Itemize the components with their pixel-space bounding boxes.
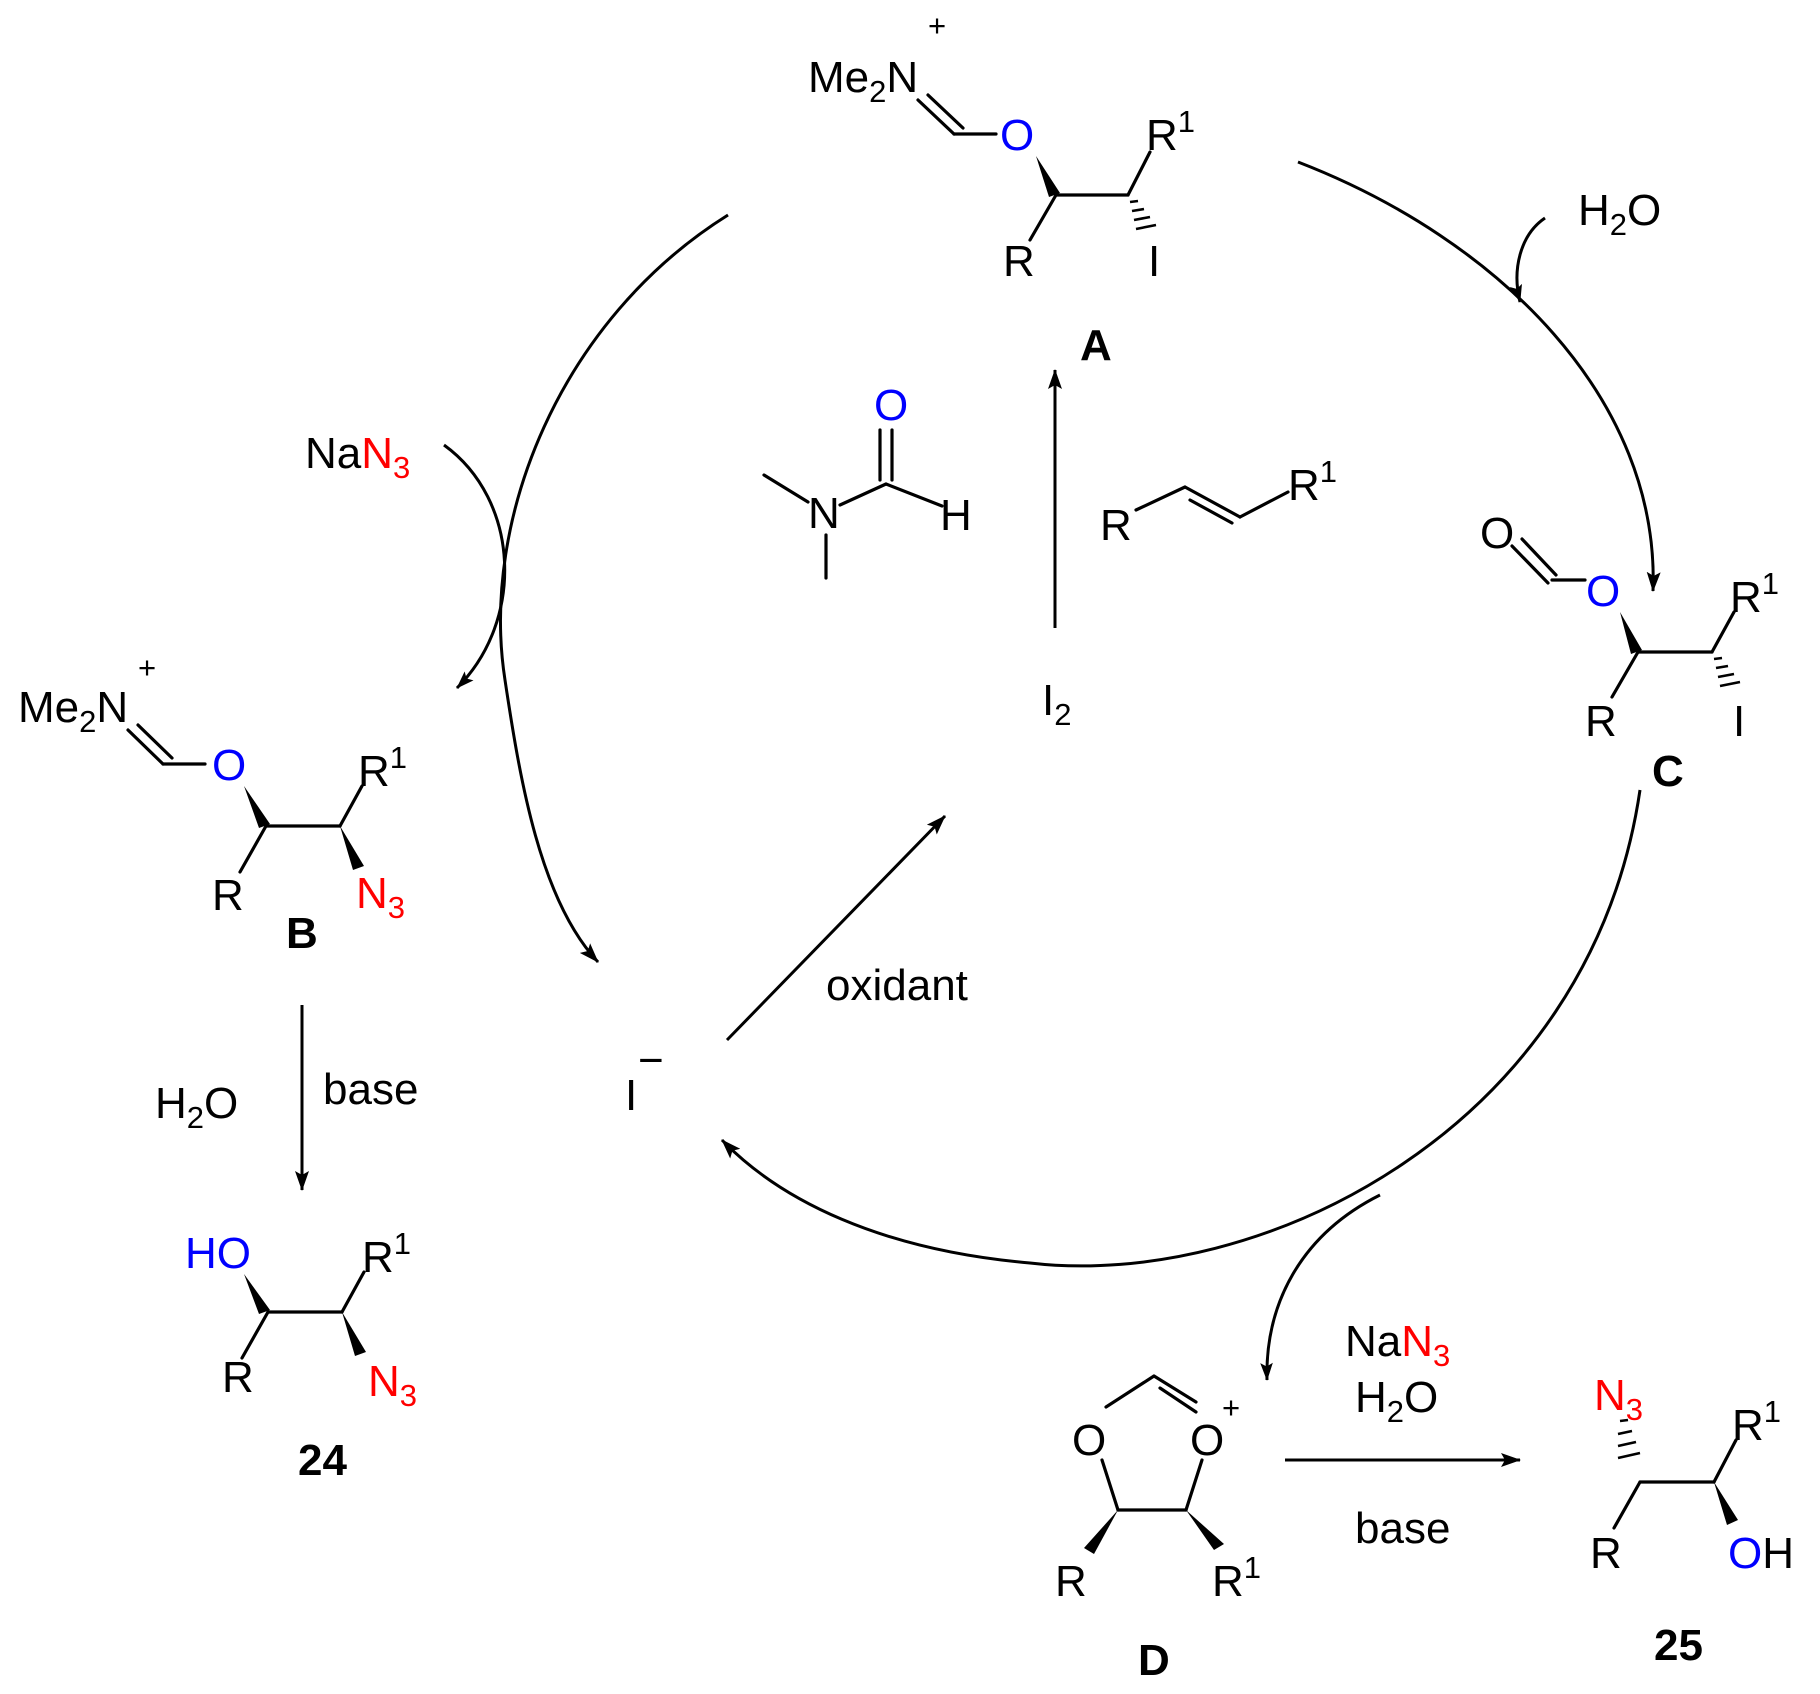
water-left: H2O xyxy=(155,1079,238,1135)
svg-text:O: O xyxy=(1190,1416,1224,1465)
arc-a-to-b xyxy=(499,213,729,964)
svg-text:+: + xyxy=(138,650,156,685)
intermediate-a: Me2N + O R R1 I A xyxy=(808,8,1195,370)
a-oxygen: O xyxy=(1000,111,1034,160)
label-b: B xyxy=(286,909,318,958)
svg-text:R1: R1 xyxy=(358,740,407,796)
svg-text:R: R xyxy=(1003,237,1035,286)
svg-text:R: R xyxy=(1585,697,1617,746)
svg-text:R1: R1 xyxy=(1212,1550,1261,1606)
svg-text:H: H xyxy=(940,491,972,540)
intermediate-d: O O + R R1 D xyxy=(1055,1374,1261,1685)
svg-text:I: I xyxy=(625,1071,637,1120)
svg-text:Me2N: Me2N xyxy=(808,53,918,109)
cycle-arrows xyxy=(443,160,1661,1381)
svg-text:O: O xyxy=(1480,509,1514,558)
intermediate-c: O O R R1 I C xyxy=(1480,509,1779,796)
arc-to-d xyxy=(1260,1193,1381,1381)
base-right: base xyxy=(1355,1504,1450,1553)
sodium-azide-left: NaN3 xyxy=(305,429,410,485)
product-24: HO R R1 N3 24 xyxy=(185,1226,417,1485)
svg-text:O: O xyxy=(874,381,908,430)
iodide: I − xyxy=(625,1036,664,1120)
p25-azide: N3 xyxy=(1594,1371,1643,1427)
iodine: I2 xyxy=(1042,676,1071,732)
svg-text:R: R xyxy=(222,1353,254,1402)
base-left: base xyxy=(323,1065,418,1114)
sodium-azide-right: NaN3 xyxy=(1345,1317,1450,1373)
arrow-iodide-to-i2 xyxy=(725,814,947,1042)
dmf: O H N xyxy=(762,381,972,580)
svg-text:R1: R1 xyxy=(1146,104,1195,160)
svg-text:R: R xyxy=(1590,1529,1622,1578)
label-24: 24 xyxy=(298,1436,347,1485)
oxidant-label: oxidant xyxy=(826,961,968,1010)
b-azide: N3 xyxy=(356,869,405,925)
svg-text:R: R xyxy=(212,871,244,920)
water-top: H2O xyxy=(1578,186,1661,242)
intermediate-b: Me2N + O R R1 N3 B xyxy=(18,650,407,958)
svg-text:+: + xyxy=(1222,1390,1240,1425)
product-25: N3 R R1 OH 25 xyxy=(1590,1371,1794,1670)
p24-hydroxyl: HO xyxy=(185,1229,251,1278)
arc-a-to-c xyxy=(1297,160,1661,592)
arc-h2o-in xyxy=(1509,216,1546,303)
svg-text:O: O xyxy=(1072,1416,1106,1465)
label-d: D xyxy=(1138,1636,1170,1685)
svg-text:−: − xyxy=(638,1036,664,1085)
label-25: 25 xyxy=(1654,1621,1703,1670)
svg-text:R1: R1 xyxy=(1730,566,1779,622)
svg-text:N: N xyxy=(808,489,840,538)
svg-text:R1: R1 xyxy=(362,1226,411,1282)
svg-text:R: R xyxy=(1100,501,1132,550)
svg-text:I: I xyxy=(1148,237,1160,286)
alkene: R R1 xyxy=(1100,454,1337,550)
c-oxygen: O xyxy=(1586,567,1620,616)
b-oxygen: O xyxy=(212,741,246,790)
svg-text:+: + xyxy=(928,8,946,43)
svg-text:R1: R1 xyxy=(1288,454,1337,510)
arc-nan3-in xyxy=(443,443,507,690)
p25-hydroxyl: OH xyxy=(1728,1529,1794,1578)
svg-text:R: R xyxy=(1055,1557,1087,1606)
svg-text:R1: R1 xyxy=(1732,1394,1781,1450)
svg-text:I: I xyxy=(1733,697,1745,746)
p24-azide: N3 xyxy=(368,1357,417,1413)
arc-c-to-iodide xyxy=(720,789,1642,1268)
svg-text:Me2N: Me2N xyxy=(18,683,128,739)
water-right: H2O xyxy=(1355,1373,1438,1429)
label-c: C xyxy=(1652,747,1684,796)
label-a: A xyxy=(1080,321,1112,370)
